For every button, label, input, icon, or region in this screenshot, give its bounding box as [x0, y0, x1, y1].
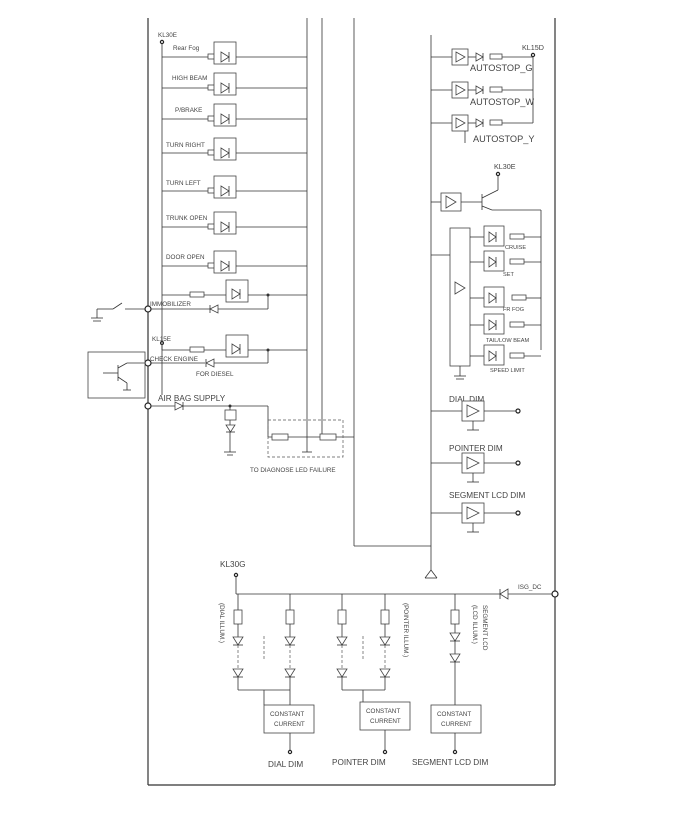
lcd-led-string	[449, 594, 461, 705]
set-label: SET	[503, 272, 514, 278]
autostop-y-label: AUTOSTOP_Y	[473, 134, 534, 144]
immobilizer-label: IMMOBILIZER	[150, 301, 191, 308]
indicator-row-rear-fog: Rear Fog	[162, 41, 307, 65]
dial-led-string-2	[284, 594, 296, 690]
indicator-label: HIGH BEAM	[172, 75, 207, 82]
output-fr-fog: FR FOG	[470, 286, 541, 313]
diagnose-label: TO DIAGNOSE LED FAILURE	[250, 467, 336, 474]
check-engine-label: CHECK ENGINE	[150, 356, 198, 363]
autostop-g-label: AUTOSTOP_G	[470, 63, 532, 73]
dial-dim-bottom-label: DIAL DIM	[268, 760, 303, 769]
autostop-block: KL15D AUTOSTOP_G AUTOSTOP_W AUTOSTOP_Y	[431, 43, 544, 144]
segment-lcd-dim-label: SEGMENT LCD DIM	[449, 491, 525, 500]
cruise-label: CRUISE	[505, 245, 526, 251]
left-buses	[161, 18, 438, 579]
airbag-circuit: AIR BAG SUPPLY TO DIAGNOSE LED FAILURE	[144, 394, 354, 474]
lcd-illum-label: (LCD ILLUM.)	[471, 605, 478, 644]
autostop-w-label: AUTOSTOP_W	[470, 97, 534, 107]
pointer-led-string-1	[336, 594, 348, 690]
pointer-illum-label: (POINTER ILLUM.)	[402, 603, 409, 657]
cc-label-1: CONSTANT	[437, 711, 471, 718]
dial-led-string-1	[232, 594, 244, 690]
dial-dim-label: DIAL DIM	[449, 395, 484, 404]
cc-label-2: CURRENT	[441, 721, 472, 728]
dial-dim-output: DIAL DIM	[431, 395, 521, 431]
kl30e-right-label: KL30E	[494, 162, 516, 171]
output-cruise: CRUISE	[470, 225, 541, 251]
pointer-dim-output: POINTER DIM	[431, 444, 521, 483]
kl15d-label: KL15D	[522, 43, 544, 52]
kl30e-label: KL30E	[158, 32, 177, 39]
constant-current-dial: CONSTANT CURRENT	[263, 690, 315, 755]
indicator-rows: Rear Fog HIGH BEAM P/BRAKE TURN RIGHT	[162, 41, 307, 274]
board-frame	[147, 18, 556, 786]
dial-illum-label: (DIAL ILLUM.)	[218, 603, 225, 643]
pointer-led-string-2	[379, 594, 391, 690]
for-diesel-label: FOR DIESEL	[196, 371, 234, 378]
indicator-label: P/BRAKE	[175, 107, 202, 114]
dim-outputs: DIAL DIM POINTER DIM SEGMENT LCD DIM	[431, 395, 525, 533]
fr-fog-label: FR FOG	[503, 307, 524, 313]
pointer-dim-label: POINTER DIM	[449, 444, 503, 453]
kl30e-supply: KL30E	[158, 32, 177, 45]
check-engine-circuit: KL15E CHECK ENGINE FOR DIESEL	[87, 334, 307, 399]
output-tail-low-beam: TAIL/LOW BEAM	[470, 313, 541, 344]
cc-label-2: CURRENT	[370, 718, 401, 725]
cc-label-1: CONSTANT	[366, 708, 400, 715]
airbag-label: AIR BAG SUPPLY	[158, 394, 226, 403]
indicator-label: TURN RIGHT	[166, 142, 205, 149]
indicator-row-high-beam: HIGH BEAM	[162, 72, 307, 96]
indicator-driver-block: KL30E CRUISE	[431, 162, 542, 380]
speed-limit-label: SPEED LIMIT	[490, 368, 525, 374]
indicator-row-trunk-open: TRUNK OPEN	[162, 211, 307, 235]
segment-lcd-dim-output: SEGMENT LCD DIM	[431, 491, 525, 533]
constant-current-lcd: CONSTANT CURRENT	[430, 704, 482, 755]
output-set: SET	[470, 250, 541, 278]
indicator-row-turn-left: TURN LEFT	[162, 175, 307, 199]
cc-label-2: CURRENT	[274, 721, 305, 728]
cc-label-1: CONSTANT	[270, 711, 304, 718]
segment-lcd-dim-bottom-label: SEGMENT LCD DIM	[412, 758, 488, 767]
segment-lcd-label: SEGMENT LCD	[481, 605, 488, 651]
indicator-label: Rear Fog	[173, 45, 200, 52]
indicator-row-p-brake: P/BRAKE	[162, 103, 307, 127]
indicator-row-door-open: DOOR OPEN	[162, 250, 307, 274]
output-speed-limit: SPEED LIMIT	[470, 344, 541, 374]
indicator-label: TRUNK OPEN	[166, 215, 208, 222]
constant-current-pointer: CONSTANT CURRENT	[359, 690, 411, 755]
kl30g-label: KL30G	[220, 560, 246, 569]
illumination-block: KL30G ISG_DC (DIAL ILLU	[218, 560, 559, 769]
kl15e-label: KL15E	[152, 336, 171, 343]
pointer-dim-bottom-label: POINTER DIM	[332, 758, 386, 767]
indicator-label: DOOR OPEN	[166, 254, 205, 261]
immobilizer-circuit: IMMOBILIZER	[91, 279, 307, 322]
isg-label: ISG_DC	[518, 584, 542, 591]
indicator-row-turn-right: TURN RIGHT	[162, 137, 307, 161]
indicator-label: TURN LEFT	[166, 180, 201, 187]
tail-low-beam-label: TAIL/LOW BEAM	[486, 338, 529, 344]
